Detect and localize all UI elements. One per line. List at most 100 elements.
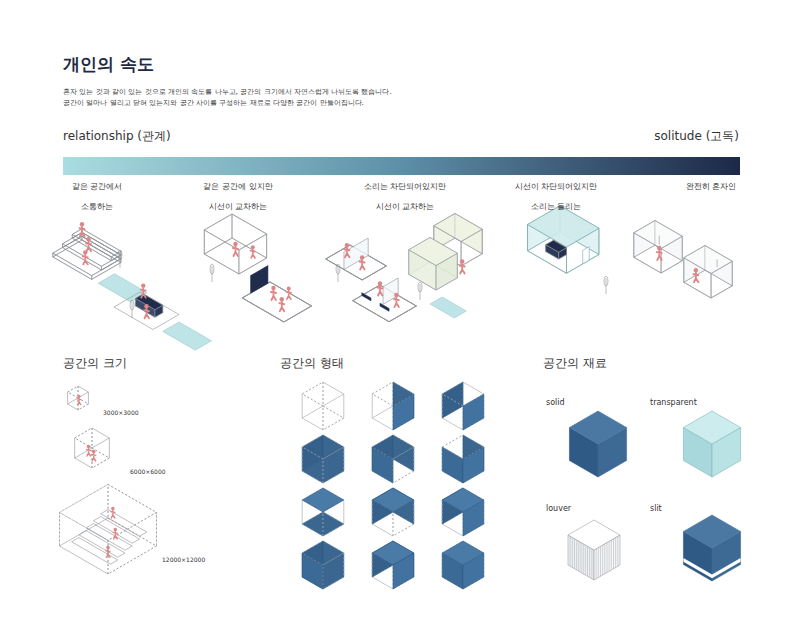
glass-face: [683, 411, 740, 444]
stair-step: [93, 517, 139, 544]
box-wall: [204, 214, 232, 254]
form-edge: [323, 382, 344, 418]
slit-gap: [683, 558, 712, 578]
stair-step: [72, 538, 118, 565]
person-figure: [279, 297, 284, 311]
louver-slat: [617, 536, 618, 566]
louver-slat: [609, 541, 610, 571]
louver-slat: [615, 538, 616, 568]
louver-slat: [598, 548, 599, 578]
material-cubes: [568, 411, 741, 581]
tree-symbol: [210, 264, 214, 282]
dimension-label: 3000×3000: [103, 409, 139, 416]
louver-slat: [574, 539, 575, 569]
form-edge: [323, 447, 344, 483]
person-figure: [87, 445, 91, 456]
form-face: [372, 447, 393, 483]
section-heading: 공간의 형태: [280, 357, 344, 371]
box-top: [204, 214, 266, 250]
person-figure: [286, 286, 291, 299]
person-figure: [693, 268, 698, 282]
caption-line: 시선이 차단되어있지만: [515, 182, 598, 192]
form-edge: [323, 553, 344, 589]
form-edge: [302, 394, 323, 430]
caption-line: 소리는 차단되어있지만: [364, 182, 447, 192]
form-face: [463, 394, 484, 430]
form-edge: [302, 435, 344, 459]
box-wall: [60, 512, 108, 574]
section-heading: 공간의 재료: [543, 357, 607, 371]
box-floor: [53, 240, 121, 279]
person-figure: [657, 246, 662, 260]
tree-symbol: [130, 300, 134, 318]
box-floor: [204, 238, 266, 274]
tree-symbol: [336, 264, 340, 282]
form-edge: [302, 382, 323, 418]
box-wall: [92, 438, 109, 468]
form-edge: [372, 382, 393, 418]
lamp-cord: [717, 260, 718, 268]
box-top: [528, 206, 599, 247]
form-edge: [372, 394, 393, 430]
form-edge: [442, 435, 484, 459]
louver-slat: [585, 545, 586, 575]
tree-symbol: [604, 276, 608, 294]
person-figure: [77, 395, 81, 405]
louver-slat: [606, 543, 607, 573]
form-face: [442, 447, 463, 483]
gradient-bar: [63, 157, 740, 175]
louver-slat: [570, 536, 571, 566]
solid-face: [569, 411, 626, 444]
lamp-cord: [659, 236, 660, 245]
box-top: [634, 221, 682, 249]
rug: [430, 297, 466, 318]
louver-face: [568, 520, 620, 550]
bench: [362, 293, 371, 301]
person-figure: [460, 259, 465, 273]
person-figure: [233, 242, 238, 256]
dimension-label: 6000×6000: [130, 468, 166, 475]
caption-line: 같은 공간에서: [72, 182, 123, 192]
form-edge: [323, 394, 344, 430]
form-face: [372, 541, 414, 565]
door: [583, 247, 589, 264]
screen-panel: [251, 266, 268, 294]
form-face: [442, 488, 484, 512]
louver-slat: [581, 543, 582, 573]
louver-slat: [589, 548, 590, 578]
louver-slat: [604, 544, 605, 574]
louver-slat: [600, 546, 601, 576]
louver-slat: [583, 544, 584, 574]
tree-symbol: [118, 250, 122, 268]
box-top: [135, 294, 162, 310]
form-face: [323, 541, 344, 577]
form-edge: [442, 382, 484, 406]
form-edge: [302, 382, 344, 406]
louver-slat: [572, 538, 573, 568]
person-figure: [360, 255, 365, 269]
form-face: [372, 488, 414, 512]
box-top: [546, 240, 567, 252]
box-top: [63, 233, 121, 267]
caption-line: 시선이 교차하는: [209, 202, 268, 212]
person-figure: [80, 222, 85, 236]
page-title: 개인의 속도: [63, 54, 154, 74]
caption-line: 소통하는: [81, 202, 113, 212]
caption-line: 같은 공간에 있지만: [203, 182, 272, 192]
person-figure: [111, 507, 115, 518]
person-figure: [144, 304, 149, 318]
box-wall: [232, 214, 267, 258]
box-wall: [108, 484, 156, 546]
person-figure: [141, 283, 146, 297]
form-edge: [372, 382, 414, 406]
bench: [380, 303, 389, 311]
box-wall: [68, 392, 78, 410]
box-wall: [239, 234, 267, 274]
form-face: [302, 488, 344, 512]
louver-slat: [587, 546, 588, 576]
box-top: [68, 386, 89, 398]
form-face: [463, 447, 484, 483]
form-face: [442, 382, 463, 418]
form-face: [302, 435, 323, 471]
form-face: [393, 394, 414, 430]
